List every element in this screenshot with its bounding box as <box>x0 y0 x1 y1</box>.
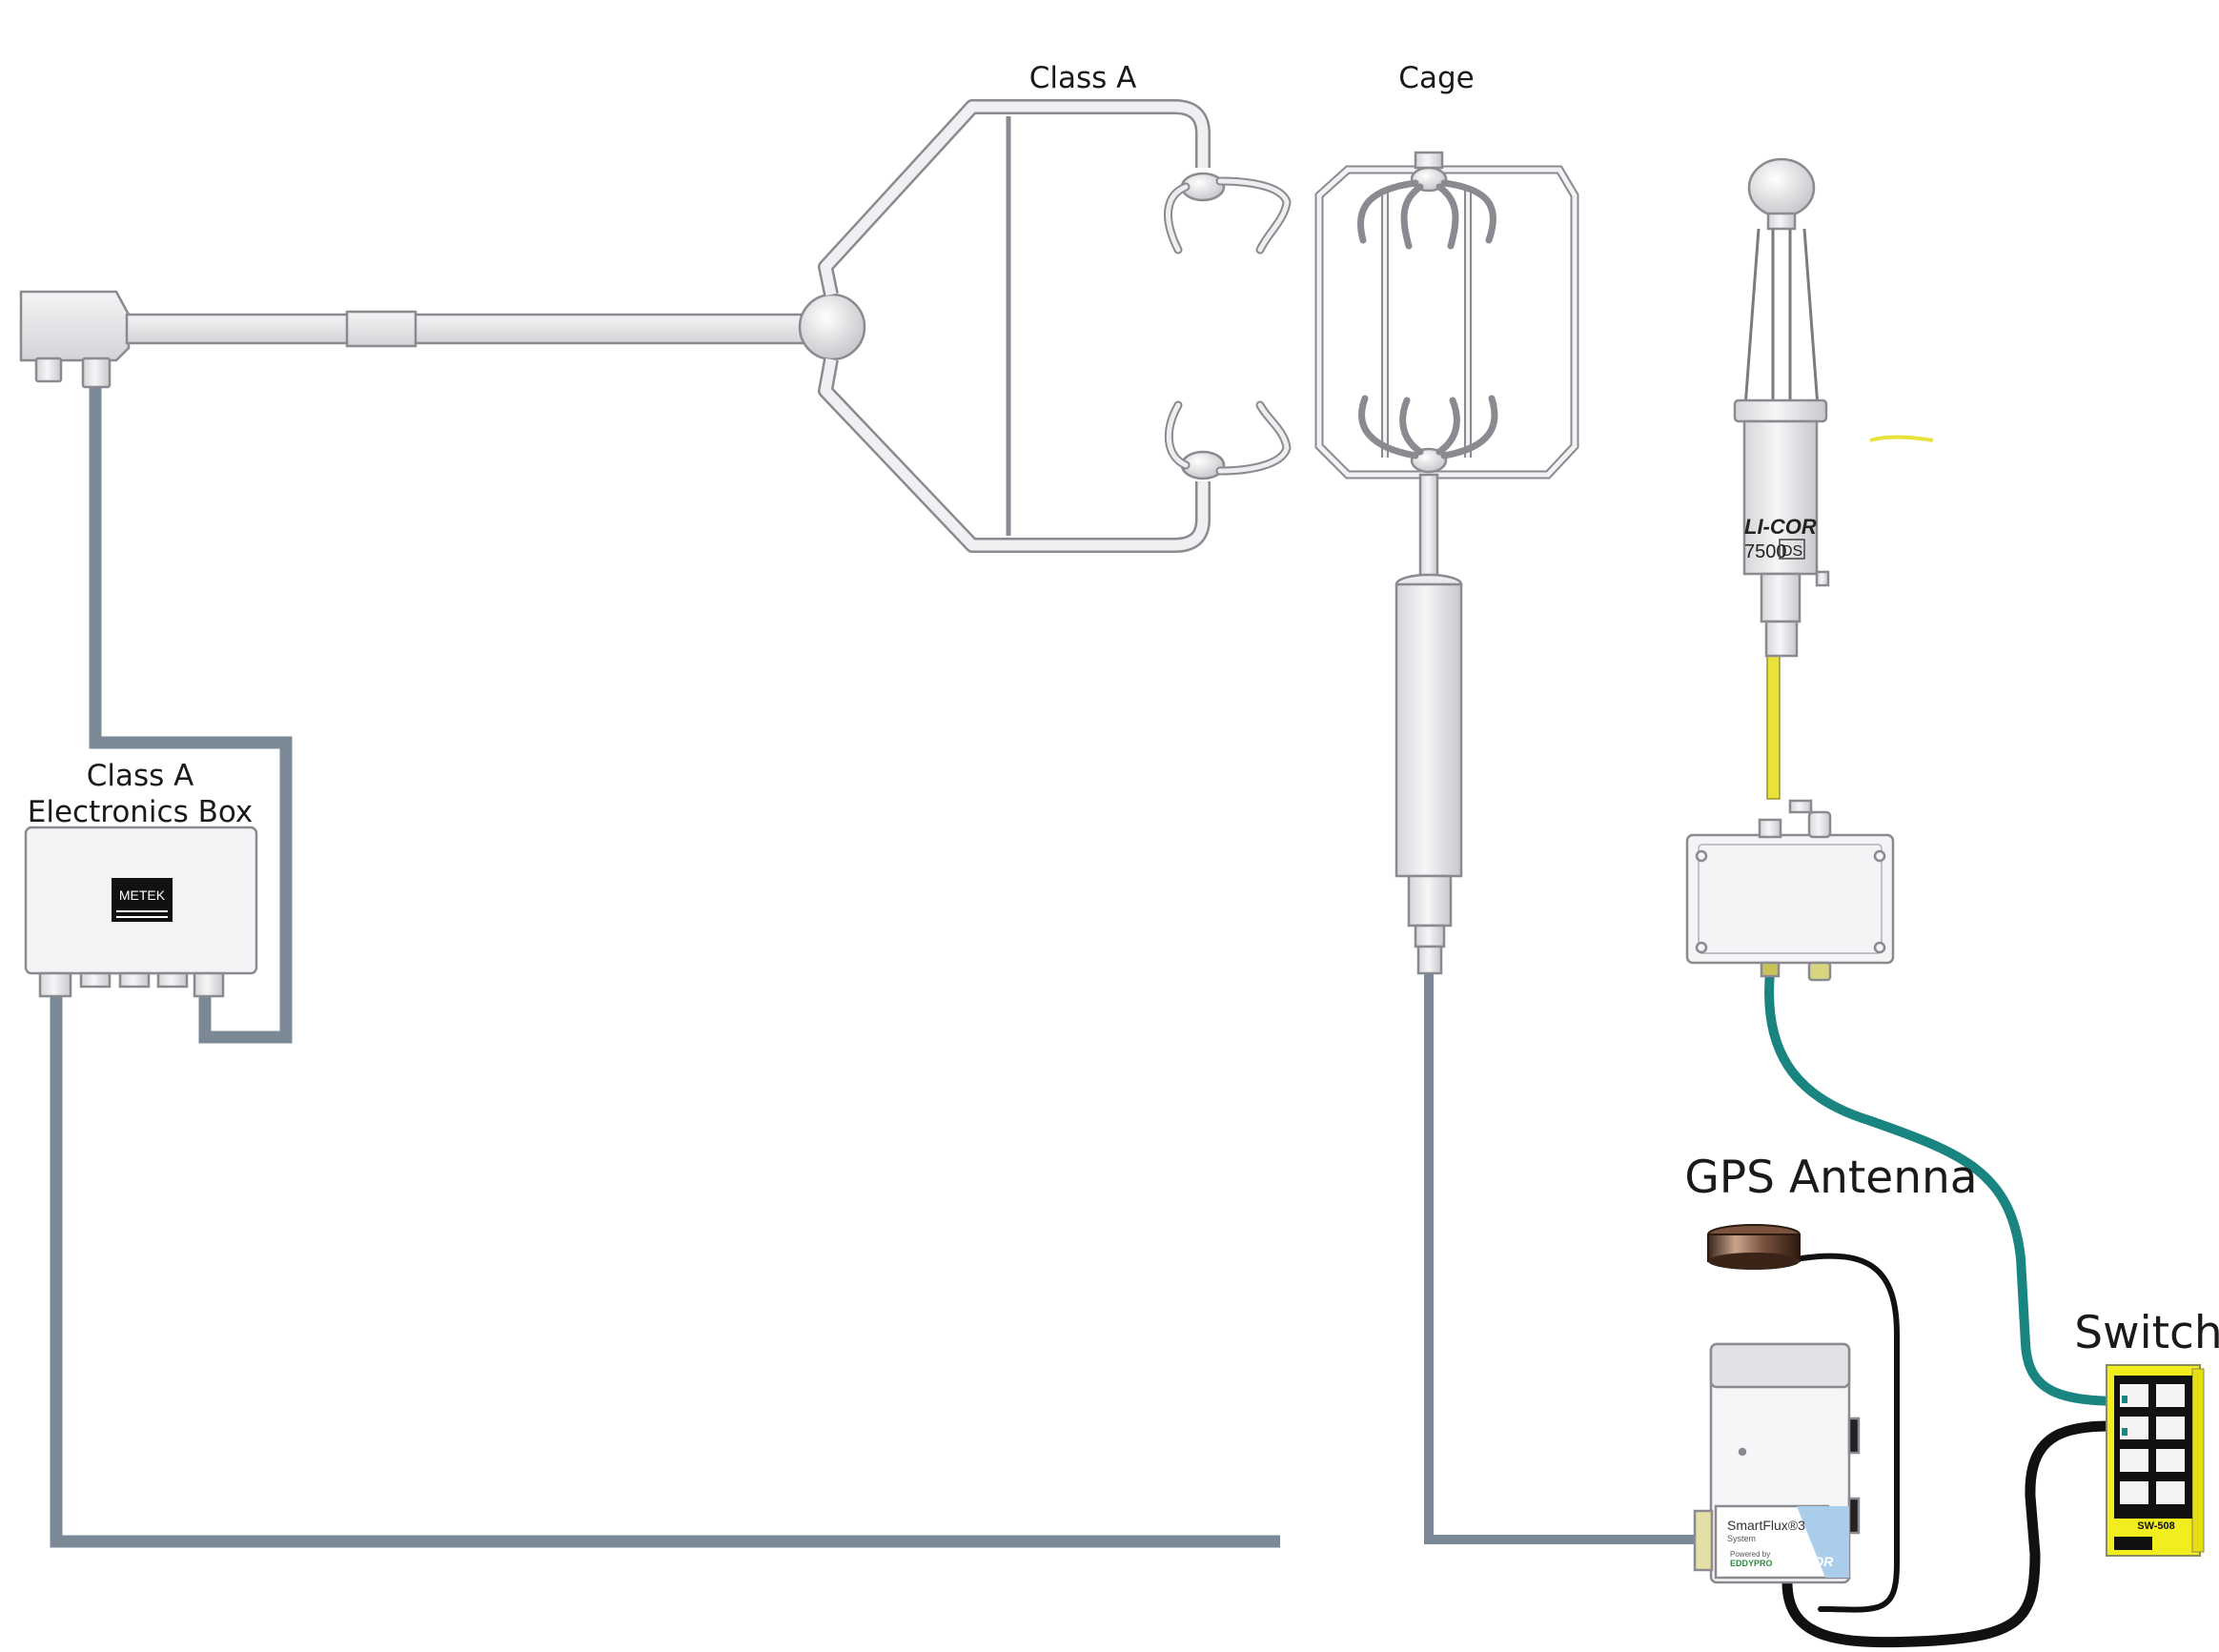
analyzer-brand-marking: LI-COR <box>1744 515 1817 539</box>
class-a-anemometer <box>19 99 1292 553</box>
metek-logo: METEK <box>119 887 166 903</box>
ethernet-switch: SW-508 <box>2106 1364 2205 1557</box>
smartflux-name: SmartFlux®3 <box>1727 1518 1805 1533</box>
smartflux-brand: LI-COR <box>1787 1554 1834 1569</box>
smartflux-sub: System <box>1727 1534 1756 1543</box>
class-a-electronics-box: METEK <box>24 826 258 998</box>
cage-sensor-cable <box>1424 972 1697 1544</box>
electronics-box-output-cable <box>50 996 1280 1548</box>
li7500ds-gas-analyzer: LI-COR 7500 DS <box>1733 157 1934 658</box>
electronics-box-label-line2: Electronics Box <box>28 795 253 829</box>
class-a-sensor-cable <box>89 386 293 1044</box>
gps-antenna <box>1707 1224 1801 1270</box>
smartflux-powered-by: Powered by <box>1730 1550 1770 1559</box>
smartflux-eddypro: EDDYPRO <box>1730 1559 1773 1568</box>
switch-to-smartflux-black-cable <box>1781 1420 2131 1648</box>
class-a-label: Class A <box>1029 61 1137 95</box>
analyzer-suffix-marking: DS <box>1781 543 1802 560</box>
electronics-box-label-line1: Class A <box>87 759 194 793</box>
switch-model-marking: SW-508 <box>2137 1520 2175 1532</box>
smartflux3-system: SmartFlux®3 System Powered by EDDYPRO LI… <box>1693 1342 1861 1584</box>
gps-antenna-black-cable <box>1799 1253 1900 1613</box>
cage-anemometer <box>1314 151 1579 975</box>
ethernet-teal-cable <box>1764 968 2130 1406</box>
analyzer-junction-box <box>1685 799 1895 982</box>
switch-label: Switch <box>2074 1307 2219 1359</box>
cage-label: Cage <box>1398 61 1474 95</box>
analyzer-yellow-cable <box>1766 655 1781 800</box>
gps-antenna-label: GPS Antenna <box>1684 1152 1977 1204</box>
analyzer-model-marking: 7500 <box>1744 541 1787 562</box>
